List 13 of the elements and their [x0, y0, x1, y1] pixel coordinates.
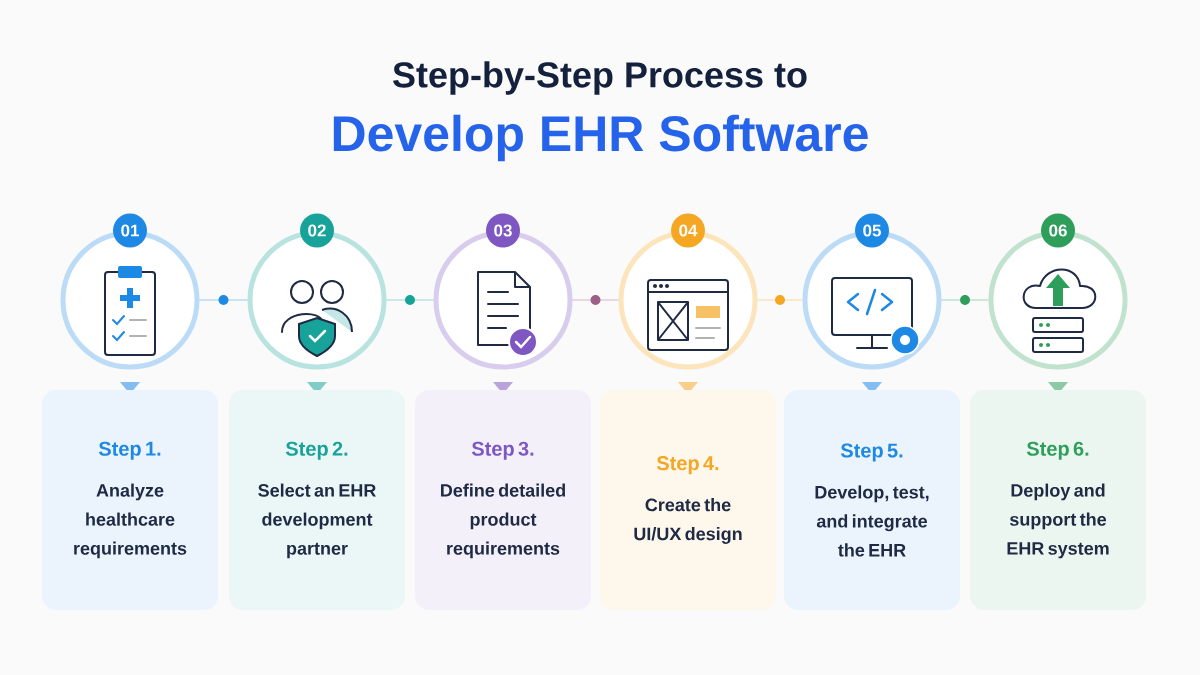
connector	[757, 295, 803, 305]
step-card: Step 4. Create the UI/UX design	[600, 390, 776, 610]
step-card: Step 5. Develop, test, and integrate the EHR	[784, 390, 960, 610]
step-card: Step 3. Define detailed product requirements	[415, 390, 591, 610]
step-card: Step 2. Select an EHR development partner	[229, 390, 405, 610]
subtitle: Develop EHR Software	[333, 114, 868, 162]
step-card: Step 1. Analyze healthcare requirements	[42, 390, 218, 610]
connector	[386, 295, 434, 305]
connector	[199, 295, 248, 305]
connector	[572, 295, 619, 305]
step-card: Step 6. Deploy and support the EHR system	[970, 390, 1146, 610]
title: Step-by-Step Process to	[393, 61, 807, 95]
connector	[941, 295, 989, 305]
